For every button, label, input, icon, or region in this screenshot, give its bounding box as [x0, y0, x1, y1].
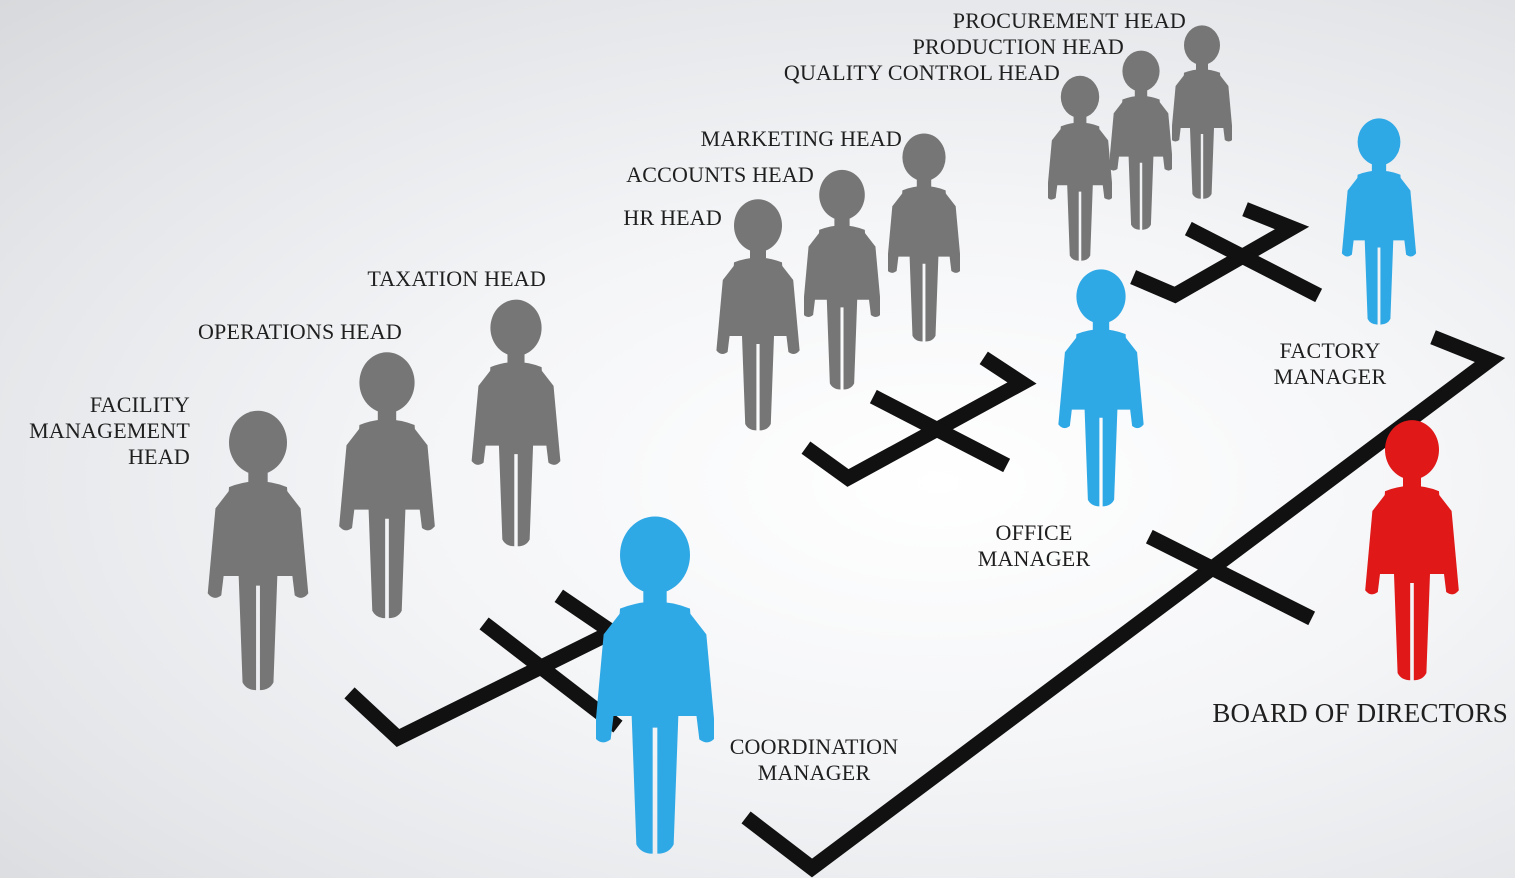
connector-lines: [344, 202, 1506, 878]
facility-management-head-label-line1: FACILITY: [89, 392, 190, 417]
coordination-connector-crossbar: [479, 617, 623, 733]
coordination-manager-label: COORDINATION MANAGER: [704, 734, 924, 786]
office-manager-label: OFFICE MANAGER: [944, 520, 1124, 572]
facility-management-head-label: FACILITY MANAGEMENT HEAD: [0, 392, 190, 470]
taxation-head-label: TAXATION HEAD: [367, 266, 546, 291]
procurement-head-figure: [1172, 25, 1232, 199]
facility-management-head-label-line2: MANAGEMENT: [29, 418, 190, 443]
operations-head-label: OPERATIONS HEAD: [197, 319, 402, 344]
hr-head-label: HR HEAD: [623, 205, 722, 230]
main-connector-crossbar: [1145, 529, 1316, 626]
quality-control-head-figure: [1048, 75, 1112, 261]
factory-manager-label-line2: MANAGER: [1273, 364, 1387, 389]
factory-manager-figure: [1341, 118, 1417, 325]
office-connector-crossbar: [869, 389, 1011, 473]
factory-manager-label-line1: FACTORY: [1279, 338, 1381, 363]
coordination-manager-figure: [596, 516, 714, 854]
coordination-connector-line: [344, 589, 627, 748]
production-head-label: PRODUCTION HEAD: [912, 34, 1124, 59]
factory-connector-line: [1130, 202, 1310, 304]
taxation-head-figure: [471, 299, 561, 547]
marketing-head-figure: [888, 133, 960, 342]
board-of-directors-figure: [1365, 420, 1459, 681]
main-connector-line: [741, 330, 1506, 878]
office-manager-label-line2: MANAGER: [977, 546, 1091, 571]
facility-management-head-label-line3: HEAD: [128, 444, 190, 469]
office-manager-label-line1: OFFICE: [995, 520, 1073, 545]
facility-management-head-figure: [207, 410, 309, 691]
accounts-head-figure: [804, 169, 880, 390]
coordination-manager-label-line2: MANAGER: [757, 760, 871, 785]
board-of-directors-label: BOARD OF DIRECTORS: [1212, 698, 1508, 728]
coordination-manager-label-line1: COORDINATION: [729, 734, 899, 759]
marketing-head-label: MARKETING HEAD: [700, 126, 902, 151]
quality-control-head-label: QUALITY CONTROL HEAD: [783, 60, 1060, 85]
factory-connector-crossbar: [1184, 221, 1323, 303]
accounts-head-label: ACCOUNTS HEAD: [626, 162, 814, 187]
operations-head-figure: [339, 352, 435, 619]
production-head-figure: [1110, 50, 1172, 230]
factory-manager-label: FACTORY MANAGER: [1240, 338, 1420, 390]
procurement-head-label: PROCUREMENT HEAD: [952, 8, 1186, 33]
hr-head-figure: [716, 199, 800, 431]
office-manager-figure: [1058, 269, 1144, 507]
